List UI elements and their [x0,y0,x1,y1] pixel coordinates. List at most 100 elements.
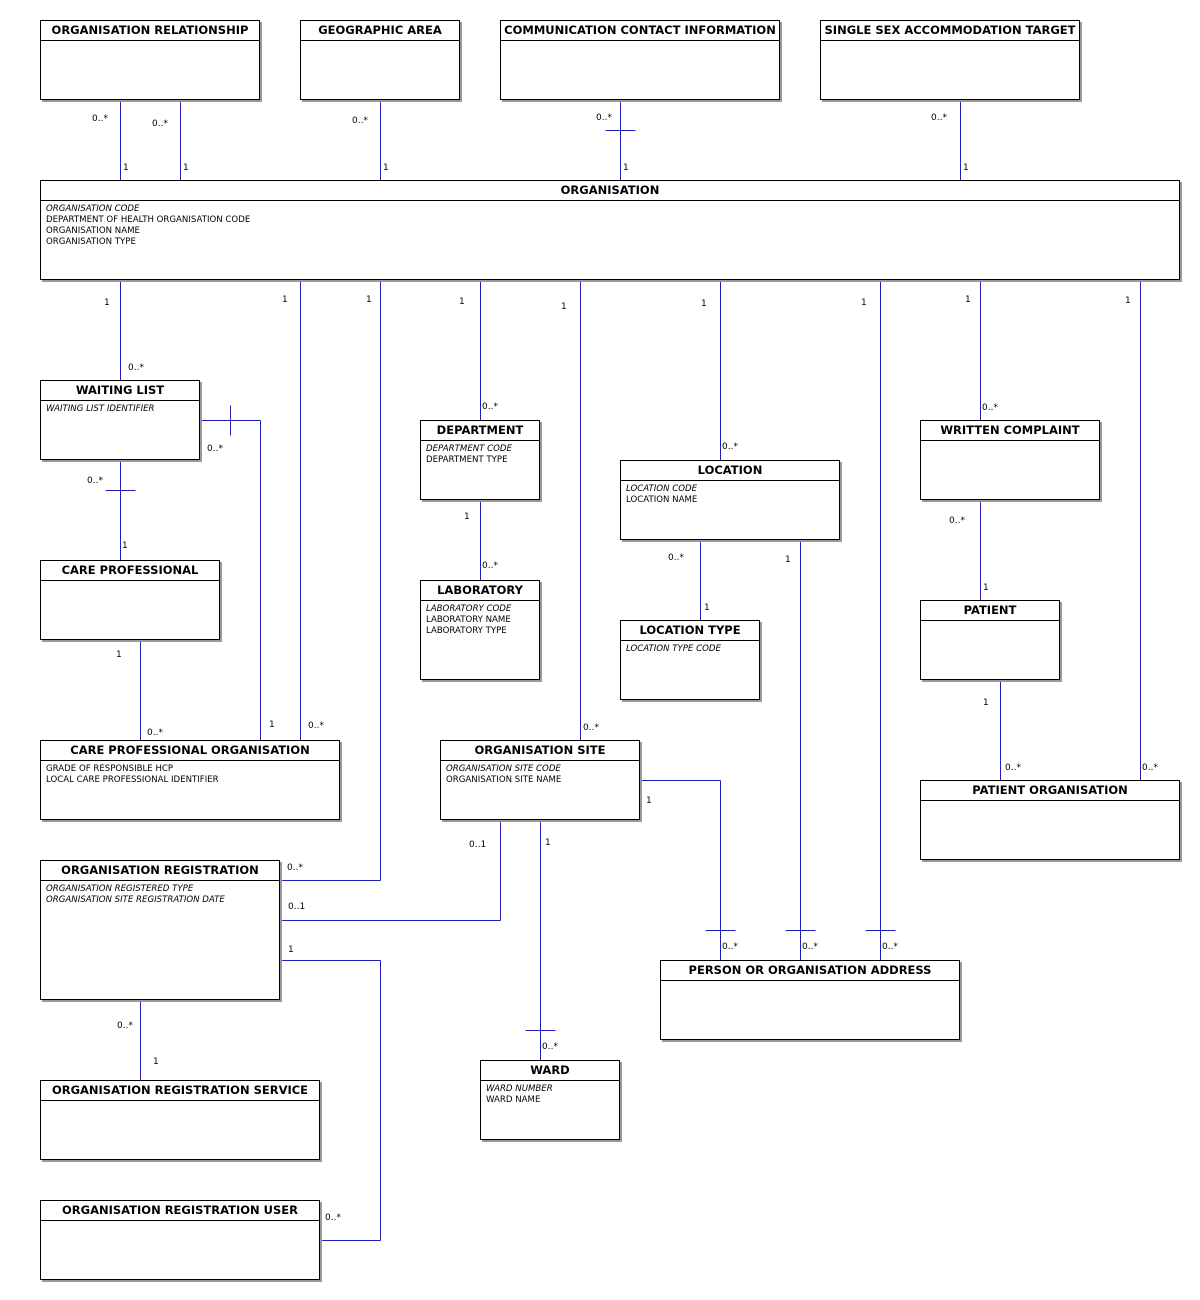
entity-attributes [921,441,1099,444]
entity-attributes [501,41,779,44]
cardinality-label: 1 [545,838,551,848]
cardinality-label: 1 [701,299,707,309]
key-attribute: ORGANISATION SITE REGISTRATION DATE [46,895,225,905]
entity-attributes [41,1221,319,1224]
cardinality-label: 0..* [308,721,324,731]
cardinality-label: 1 [785,555,791,565]
cardinality-label: 1 [861,298,867,308]
cardinality-label: 1 [459,297,465,307]
key-attribute: WAITING LIST IDENTIFIER [46,404,155,414]
entity-attributes [821,41,1079,44]
entity-title: ORGANISATION [41,181,1179,201]
cardinality-label: 0..* [87,476,103,486]
entity-title: ORGANISATION REGISTRATION USER [41,1201,319,1221]
cardinality-label: 0..* [207,444,223,454]
cardinality-label: 0..* [882,942,898,952]
cardinality-label: 1 [269,720,275,730]
cardinality-label: 1 [183,163,189,173]
entity-title: CARE PROFESSIONAL ORGANISATION [41,741,339,761]
entity-attributes [661,981,959,984]
entity-location-type: LOCATION TYPE LOCATION TYPE CODE [620,620,760,700]
cardinality-label: 0..* [596,113,612,123]
entity-title: LABORATORY [421,581,539,601]
entity-written-complaint: WRITTEN COMPLAINT [920,420,1100,500]
entity-title: SINGLE SEX ACCOMMODATION TARGET [821,21,1079,41]
cardinality-label: 1 [464,512,470,522]
cardinality-label: 0..* [325,1213,341,1223]
cardinality-label: 1 [623,163,629,173]
cardinality-label: 1 [104,298,110,308]
attribute: DEPARTMENT TYPE [426,455,508,465]
entity-org-reg-service: ORGANISATION REGISTRATION SERVICE [40,1080,320,1160]
cardinality-label: 1 [963,163,969,173]
entity-care-professional: CARE PROFESSIONAL [40,560,220,640]
entity-attributes [301,41,459,44]
cardinality-label: 1 [288,945,294,955]
cardinality-label: 1 [704,603,710,613]
cardinality-label: 1 [123,163,129,173]
entity-title: PATIENT ORGANISATION [921,781,1179,801]
key-attribute: ORGANISATION SITE CODE [446,764,561,774]
cardinality-label: 1 [383,163,389,173]
key-attribute: LOCATION TYPE CODE [626,644,721,654]
entity-patient-org: PATIENT ORGANISATION [920,780,1180,860]
cardinality-label: 0..* [482,402,498,412]
cardinality-label: 1 [983,698,989,708]
cardinality-label: 0..* [583,723,599,733]
cardinality-label: 1 [983,583,989,593]
entity-title: WRITTEN COMPLAINT [921,421,1099,441]
cardinality-label: 0..* [802,942,818,952]
cardinality-label: 0..* [1142,763,1158,773]
attribute: WARD NAME [486,1095,541,1105]
entity-title: GEOGRAPHIC AREA [301,21,459,41]
attribute: ORGANISATION NAME [46,226,140,236]
attribute: ORGANISATION SITE NAME [446,775,562,785]
attribute: GRADE OF RESPONSIBLE HCP [46,764,174,774]
cardinality-label: 1 [965,295,971,305]
attribute: LOCAL CARE PROFESSIONAL IDENTIFIER [46,775,219,785]
entity-title: LOCATION TYPE [621,621,759,641]
entity-title: WARD [481,1061,619,1081]
entity-title: ORGANISATION RELATIONSHIP [41,21,259,41]
entity-attributes: LOCATION TYPE CODE [621,641,759,655]
attribute: LABORATORY TYPE [426,626,507,636]
key-attribute: DEPARTMENT CODE [426,444,512,454]
entity-attributes: WAITING LIST IDENTIFIER [41,401,199,415]
cardinality-label: 1 [153,1057,159,1067]
cardinality-label: 0..* [722,442,738,452]
cardinality-label: 0..* [147,728,163,738]
entity-patient: PATIENT [920,600,1060,680]
cardinality-label: 1 [366,295,372,305]
entity-geographic-area: GEOGRAPHIC AREA [300,20,460,100]
cardinality-label: 0..* [668,553,684,563]
key-attribute: ORGANISATION CODE [46,204,140,214]
entity-title: ORGANISATION SITE [441,741,639,761]
entity-attributes [41,1101,319,1104]
entity-title: DEPARTMENT [421,421,539,441]
entity-single-sex: SINGLE SEX ACCOMMODATION TARGET [820,20,1080,100]
entity-title: CARE PROFESSIONAL [41,561,219,581]
cardinality-label: 1 [561,302,567,312]
entity-attributes [921,621,1059,624]
cardinality-label: 0..* [287,863,303,873]
cardinality-label: 0..* [542,1042,558,1052]
cardinality-label: 1 [122,541,128,551]
cardinality-label: 0..1 [288,902,305,912]
cardinality-label: 0..* [482,561,498,571]
attribute: LOCATION NAME [626,495,698,505]
cardinality-label: 1 [116,650,122,660]
entity-title: PERSON OR ORGANISATION ADDRESS [661,961,959,981]
entity-title: ORGANISATION REGISTRATION SERVICE [41,1081,319,1101]
cardinality-label: 0..* [1005,763,1021,773]
attribute: LABORATORY NAME [426,615,511,625]
attribute: DEPARTMENT OF HEALTH ORGANISATION CODE [46,215,251,225]
